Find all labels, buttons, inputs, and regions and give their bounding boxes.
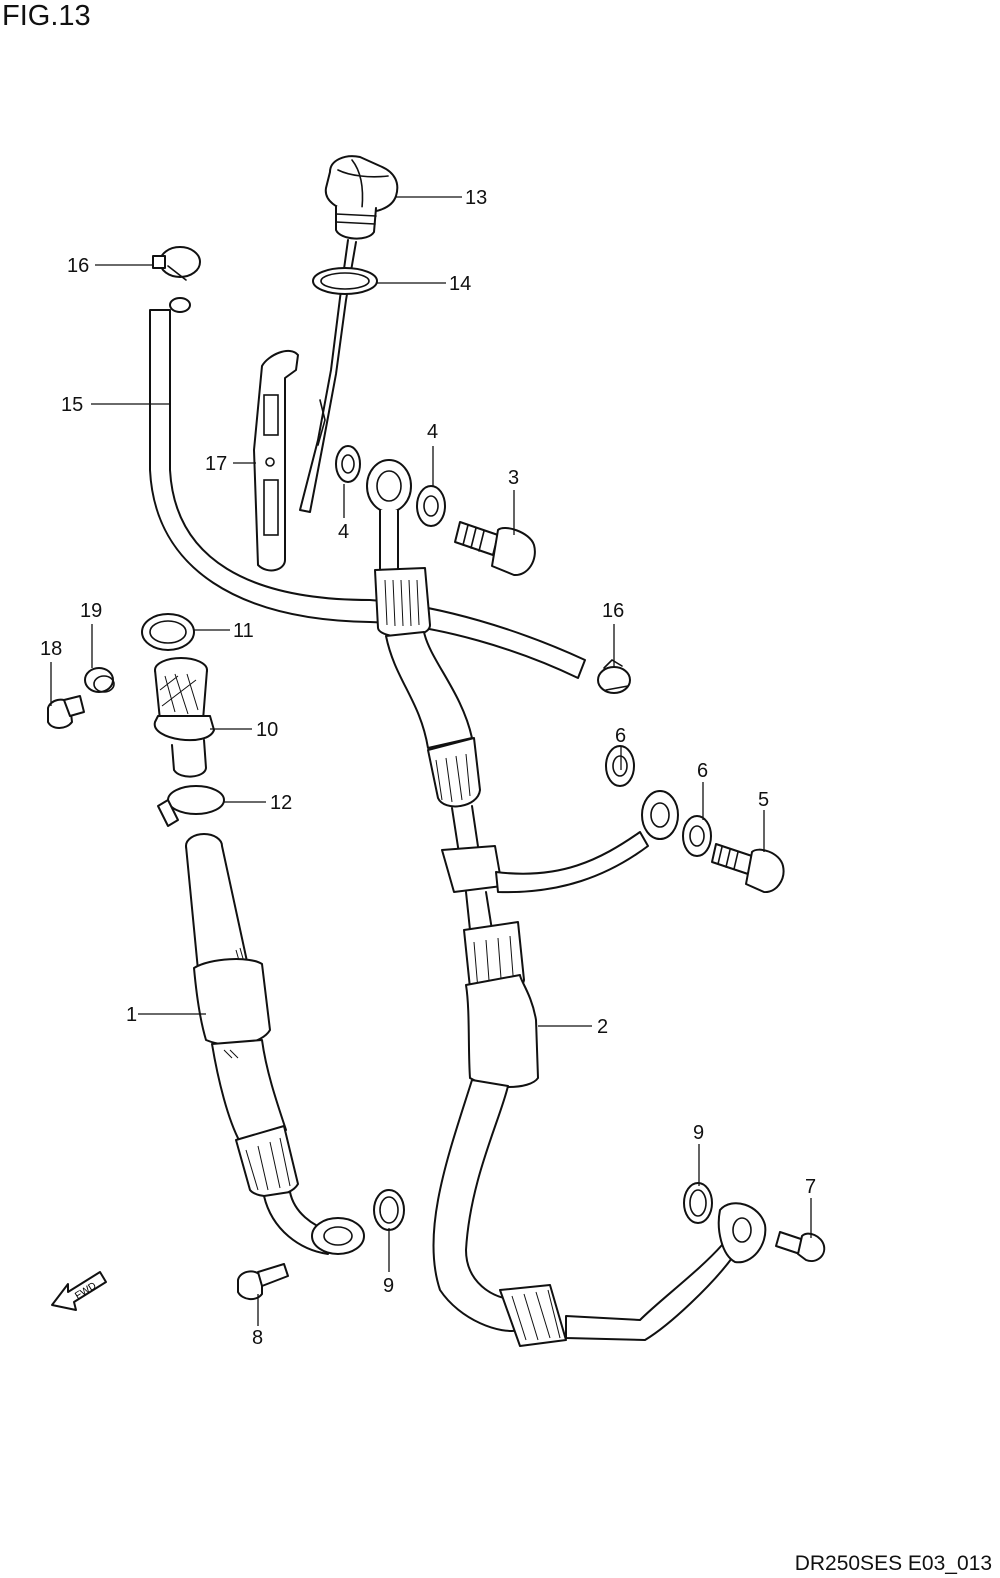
- o-ring-14: [312, 267, 378, 295]
- callout-2: 2: [597, 1016, 608, 1038]
- callout-5: 5: [758, 789, 769, 811]
- bolt-18: [47, 695, 85, 729]
- callout-12: 12: [270, 792, 292, 814]
- union-bolt-3: [454, 521, 536, 577]
- callout-4-right: 4: [427, 421, 438, 443]
- union-bolt-5: [711, 843, 785, 894]
- oil-union-10: [153, 657, 215, 778]
- cap-19: [84, 667, 115, 693]
- oil-filler-cap-dipstick: [299, 155, 399, 513]
- callout-6-right: 6: [697, 760, 708, 782]
- o-ring-11: [141, 613, 195, 651]
- callout-16-right: 16: [602, 600, 624, 622]
- hose-clamp-16-top: [152, 246, 201, 281]
- washer-6-right: [682, 815, 712, 857]
- gasket-9-right: [683, 1182, 713, 1224]
- callout-1: 1: [126, 1004, 137, 1026]
- oil-hose-1: [185, 833, 365, 1255]
- callout-18: 18: [40, 638, 62, 660]
- callout-numbers: 13 14 16 15 17 4 4 3 16 11 19 18 10 12 6…: [40, 187, 816, 1349]
- washer-4-left: [335, 445, 361, 483]
- callout-9-right: 9: [693, 1122, 704, 1144]
- washer-4-right: [416, 485, 446, 527]
- callout-3: 3: [508, 467, 519, 489]
- callout-16-top: 16: [67, 255, 89, 277]
- bolt-7: [775, 1231, 826, 1262]
- callout-7: 7: [805, 1176, 816, 1198]
- breather-hose-15: [149, 297, 586, 679]
- callout-10: 10: [256, 719, 278, 741]
- callout-13: 13: [465, 187, 487, 209]
- gasket-9-left: [373, 1189, 405, 1231]
- oil-hose-2: [366, 459, 767, 1347]
- hose-clamp-12: [157, 785, 225, 827]
- forward-direction-arrow-icon: FWD: [51, 1271, 107, 1311]
- callout-11: 11: [233, 620, 254, 642]
- callout-6-left: 6: [615, 725, 626, 747]
- callout-15: 15: [61, 394, 83, 416]
- callout-14: 14: [449, 273, 471, 295]
- callout-4-left: 4: [338, 521, 349, 543]
- callout-8: 8: [252, 1327, 263, 1349]
- dipstick-guide-17: [253, 349, 299, 572]
- hose-clamp-16-right: [597, 658, 631, 694]
- bolt-8: [237, 1263, 289, 1300]
- washer-6-left: [605, 745, 635, 787]
- callout-9-left: 9: [383, 1275, 394, 1297]
- figure-title: FIG.13: [2, 0, 91, 32]
- drawing-code: DR250SES E03_013: [794, 1552, 992, 1575]
- leader-lines: [50, 196, 812, 1326]
- callout-17: 17: [205, 453, 227, 475]
- callout-19: 19: [80, 600, 102, 622]
